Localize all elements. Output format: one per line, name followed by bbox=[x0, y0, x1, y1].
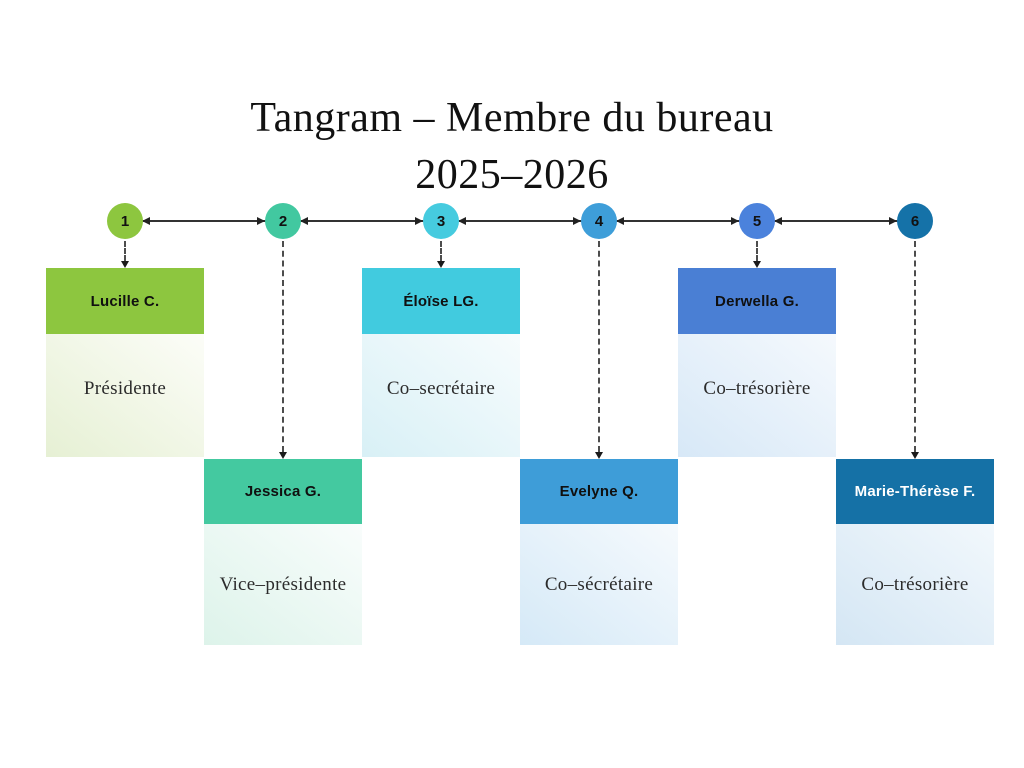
member-card-jessica: Jessica G. Vice–présidente bbox=[204, 459, 362, 645]
milestone-circle-2: 2 bbox=[265, 203, 301, 239]
timeline-arrow-icon bbox=[774, 216, 782, 225]
timeline-arrow-icon bbox=[616, 216, 624, 225]
member-card-eloise: Éloïse LG. Co–secrétaire bbox=[362, 268, 520, 457]
milestone-number: 4 bbox=[594, 212, 604, 230]
timeline-arrow-icon bbox=[458, 216, 466, 225]
milestone-number: 1 bbox=[120, 212, 130, 230]
milestone-number: 5 bbox=[752, 212, 762, 230]
timeline-arrow-icon bbox=[415, 216, 423, 225]
timeline-arrow-icon bbox=[573, 216, 581, 225]
milestone-circle-1: 1 bbox=[107, 203, 143, 239]
member-role-body: Co–secrétaire bbox=[362, 334, 520, 457]
member-card-derwella: Derwella G. Co–trésorière bbox=[678, 268, 836, 457]
member-role-body: Vice–présidente bbox=[204, 524, 362, 645]
member-role-body: Co–trésorière bbox=[678, 334, 836, 457]
member-role: Co–trésorière bbox=[703, 377, 811, 399]
member-name: Éloïse LG. bbox=[403, 292, 479, 310]
connector-arrow-icon bbox=[910, 452, 919, 459]
member-role-body: Présidente bbox=[46, 334, 204, 457]
member-name: Lucille C. bbox=[90, 292, 160, 310]
member-role: Co–trésorière bbox=[861, 573, 969, 595]
member-name: Derwella G. bbox=[715, 292, 799, 310]
page-title: Tangram – Membre du bureau 2025–2026 bbox=[0, 90, 1024, 204]
connector-arrow-icon bbox=[594, 452, 603, 459]
connector-arrow-icon bbox=[278, 452, 287, 459]
member-name-header: Marie-Thérèse F. bbox=[836, 459, 994, 524]
member-name-header: Jessica G. bbox=[204, 459, 362, 524]
member-role-body: Co–trésorière bbox=[836, 524, 994, 645]
milestone-circle-4: 4 bbox=[581, 203, 617, 239]
connector-dashed-line bbox=[756, 241, 758, 261]
member-name-header: Éloïse LG. bbox=[362, 268, 520, 334]
timeline-arrow-icon bbox=[731, 216, 739, 225]
connector-dashed-line bbox=[124, 241, 126, 261]
member-name-header: Lucille C. bbox=[46, 268, 204, 334]
connector-arrow-icon bbox=[752, 261, 761, 268]
member-name-header: Evelyne Q. bbox=[520, 459, 678, 524]
member-name: Marie-Thérèse F. bbox=[854, 483, 976, 500]
member-role-body: Co–sécrétaire bbox=[520, 524, 678, 645]
member-role: Co–secrétaire bbox=[386, 377, 496, 399]
milestone-circle-6: 6 bbox=[897, 203, 933, 239]
timeline-arrow-icon bbox=[257, 216, 265, 225]
milestone-circle-3: 3 bbox=[423, 203, 459, 239]
timeline-line bbox=[125, 220, 915, 222]
connector-arrow-icon bbox=[436, 261, 445, 268]
connector-arrow-icon bbox=[120, 261, 129, 268]
milestone-number: 2 bbox=[278, 212, 288, 230]
connector-dashed-line bbox=[282, 241, 284, 452]
member-name-header: Derwella G. bbox=[678, 268, 836, 334]
member-role: Présidente bbox=[83, 377, 167, 399]
timeline-arrow-icon bbox=[300, 216, 308, 225]
connector-dashed-line bbox=[440, 241, 442, 261]
milestone-circle-5: 5 bbox=[739, 203, 775, 239]
member-card-lucille: Lucille C. Présidente bbox=[46, 268, 204, 457]
connector-dashed-line bbox=[914, 241, 916, 452]
member-role: Co–sécrétaire bbox=[544, 573, 654, 595]
member-name: Evelyne Q. bbox=[559, 483, 639, 500]
milestone-number: 3 bbox=[436, 212, 446, 230]
milestone-number: 6 bbox=[910, 212, 920, 230]
timeline-arrow-icon bbox=[142, 216, 150, 225]
member-card-evelyne: Evelyne Q. Co–sécrétaire bbox=[520, 459, 678, 645]
member-card-marie-therese: Marie-Thérèse F. Co–trésorière bbox=[836, 459, 994, 645]
member-name: Jessica G. bbox=[244, 483, 322, 500]
connector-dashed-line bbox=[598, 241, 600, 452]
member-role: Vice–présidente bbox=[219, 573, 347, 595]
timeline-arrow-icon bbox=[889, 216, 897, 225]
page-title-line-2: 2025–2026 bbox=[415, 152, 609, 198]
page-title-line-1: Tangram – Membre du bureau bbox=[250, 95, 774, 141]
